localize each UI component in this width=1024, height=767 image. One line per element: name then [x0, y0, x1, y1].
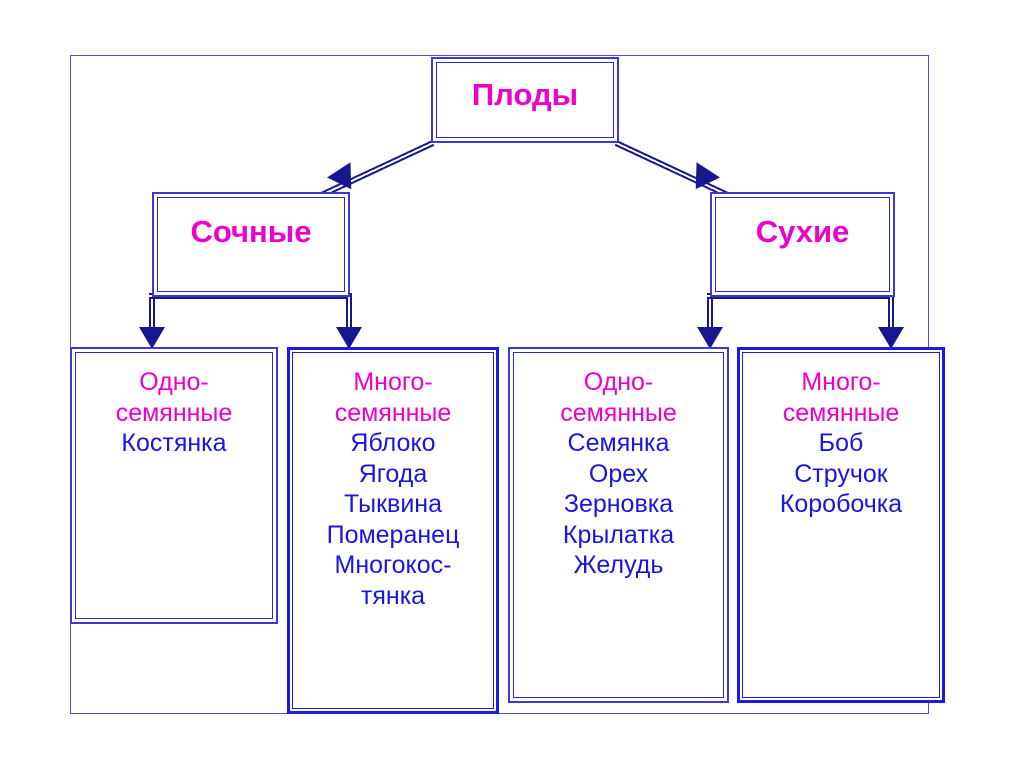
node-leaf-4-inner: Много- семянные Боб Стручок Коробочка [742, 352, 940, 698]
node-leaf-1-inner: Одно- семянные Костянка [75, 352, 273, 619]
node-root-fruits[interactable]: Плоды [431, 57, 619, 143]
leaf-1-item-0: Костянка [121, 429, 227, 457]
leaf-3-item-0: Семянка [567, 429, 670, 457]
node-root-inner: Плоды [436, 62, 614, 138]
leaf-2-item-1: Ягода [358, 459, 428, 488]
leaf-3-item-1: Орех [588, 459, 649, 488]
leaf-4-item-1: Стручок [794, 459, 888, 488]
leaf-2-heading-line2: семянные [334, 398, 452, 427]
leaf-3-heading-line2: семянные [560, 398, 677, 427]
leaf-2-item-4: Многокос- [334, 551, 452, 579]
node-leaf-juicy-one-seeded[interactable]: Одно- семянные Костянка [70, 347, 278, 624]
node-juicy[interactable]: Сочные [152, 192, 350, 297]
node-leaf-juicy-many-seeded[interactable]: Много- семянные Яблоко Ягода Тыквина Пом… [287, 347, 499, 714]
leaf-4-item-0: Боб [818, 429, 864, 457]
leaf-2-item-5: тянка [360, 581, 426, 610]
leaf-2-item-0: Яблоко [350, 429, 436, 457]
node-dry-label: Сухие [755, 214, 850, 249]
node-dry[interactable]: Сухие [710, 192, 895, 297]
leaf-4-heading-line1: Много- [801, 368, 881, 396]
leaf-3-item-4: Желудь [573, 551, 664, 579]
leaf-1-heading-line2: семянные [115, 398, 233, 427]
leaf-4-item-2: Коробочка [779, 490, 903, 518]
leaf-3-item-2: Зерновка [563, 490, 674, 518]
leaf-1-heading-line1: Одно- [139, 368, 209, 396]
node-juicy-label: Сочные [190, 214, 312, 249]
leaf-4-heading-line2: семянные [782, 398, 900, 427]
node-leaf-dry-many-seeded[interactable]: Много- семянные Боб Стручок Коробочка [737, 347, 945, 703]
node-leaf-3-inner: Одно- семянные Семянка Орех Зерновка Кры… [513, 352, 724, 698]
leaf-3-item-3: Крылатка [562, 520, 675, 549]
node-root-label: Плоды [471, 77, 579, 112]
node-dry-inner: Сухие [715, 197, 890, 292]
leaf-2-heading-line1: Много- [353, 368, 433, 396]
node-leaf-2-inner: Много- семянные Яблоко Ягода Тыквина Пом… [292, 352, 494, 709]
node-leaf-dry-one-seeded[interactable]: Одно- семянные Семянка Орех Зерновка Кры… [508, 347, 729, 703]
leaf-2-item-2: Тыквина [343, 490, 443, 518]
node-juicy-inner: Сочные [157, 197, 345, 292]
leaf-2-item-3: Померанец [326, 520, 460, 549]
leaf-3-heading-line1: Одно- [583, 368, 654, 396]
